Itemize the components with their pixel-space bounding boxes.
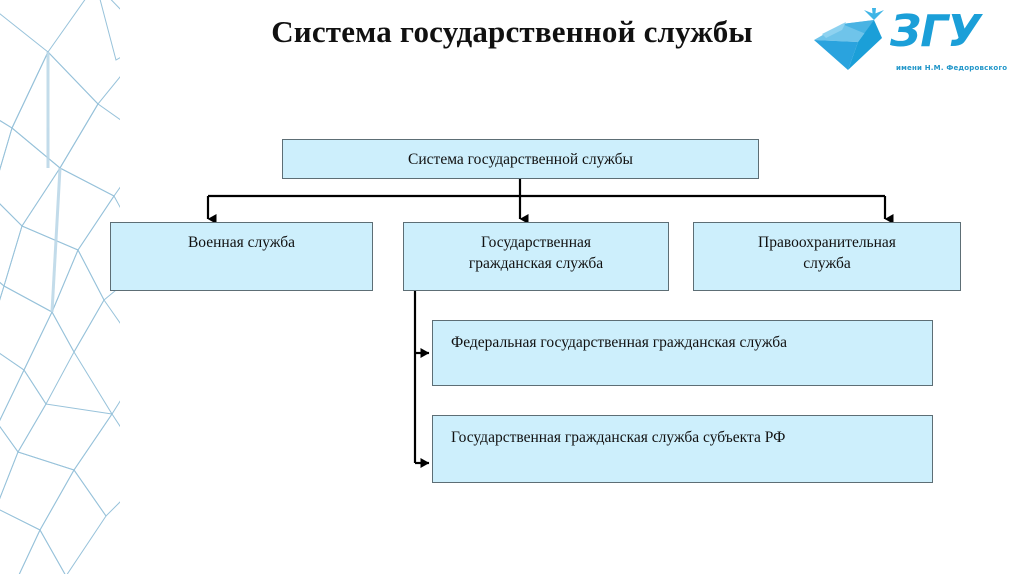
node-federal-state-civil-service[interactable]: Федеральная государственная гражданская … bbox=[432, 320, 933, 386]
node-law-enforcement-service[interactable]: Правоохранительная служба bbox=[693, 222, 961, 291]
node-label-line1: Правоохранительная bbox=[758, 234, 896, 251]
diamond-gem-icon bbox=[814, 8, 884, 70]
node-label: Федеральная государственная гражданская … bbox=[451, 334, 787, 351]
node-military-service[interactable]: Военная служба bbox=[110, 222, 373, 291]
node-label-line2: служба bbox=[803, 255, 851, 272]
logo-wordmark: ЗГУ bbox=[890, 6, 981, 57]
node-label: Система государственной службы bbox=[408, 151, 633, 168]
polygon-mesh-decoration bbox=[0, 0, 120, 574]
node-regional-state-civil-service[interactable]: Государственная гражданская служба субъе… bbox=[432, 415, 933, 483]
node-label-line1: Государственная bbox=[480, 234, 592, 251]
node-label: Государственная гражданская служба субъе… bbox=[451, 429, 786, 446]
node-label-line2: гражданская служба bbox=[468, 255, 604, 272]
node-system-of-state-service[interactable]: Система государственной службы bbox=[282, 139, 759, 179]
page-title: Система государственной службы bbox=[271, 14, 753, 49]
node-state-civil-service[interactable]: Государственная гражданская служба bbox=[403, 222, 669, 291]
node-label: Военная служба bbox=[187, 234, 296, 251]
university-logo: ЗГУ имени Н.М. Федоровского bbox=[812, 6, 1012, 82]
logo-subtitle: имени Н.М. Федоровского bbox=[896, 64, 1008, 72]
